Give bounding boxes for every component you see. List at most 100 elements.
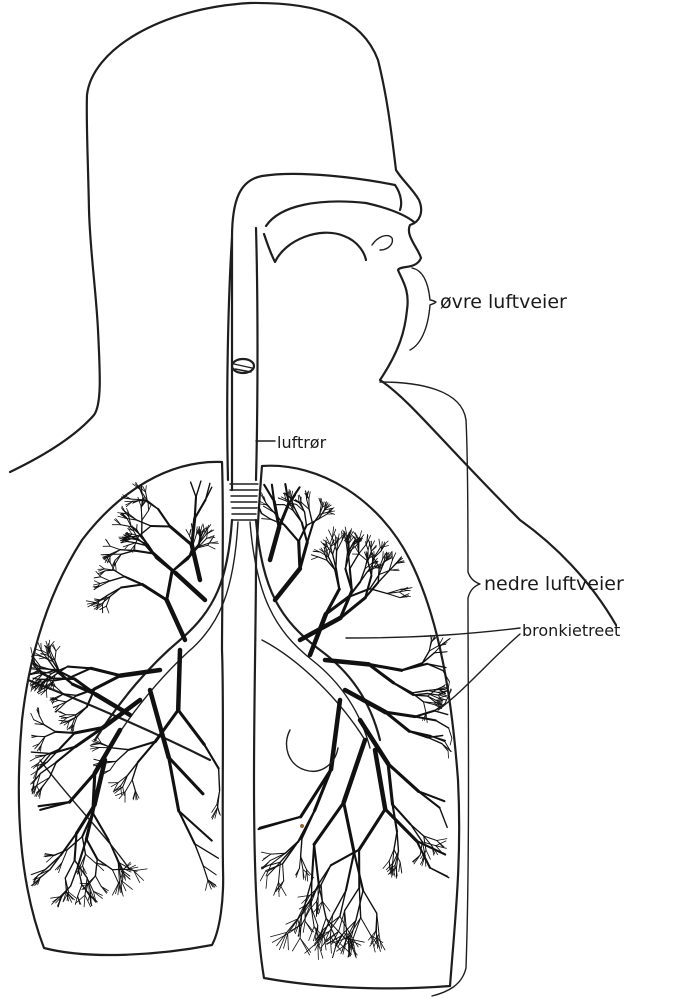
bronchiole-branch [359,544,367,554]
bronchiole-branch [371,547,376,552]
bronchiole-branch [299,541,300,568]
bronchiole-branch [121,525,132,527]
bronchiole-branch [325,660,369,664]
bronchiole-branch [31,713,34,719]
bronchial-tree-pointer-1 [346,628,520,638]
bronchiole-branch [56,732,75,733]
bronchiole-branch [208,545,215,549]
bronchiole-branch [336,551,337,568]
bronchiole-branch [41,643,42,651]
bronchiole-branch [424,702,427,713]
bronchiole-branch [262,852,271,854]
bronchiole-branch [116,750,129,762]
bronchiole-branch [46,690,47,698]
bronchiole-branch [392,553,395,560]
bronchiole-branch [58,700,66,702]
bronchial-tree-right [258,484,452,960]
bronchiole-branch [112,870,118,883]
bronchiole-branch [400,862,402,872]
bronchiole-branch [346,852,354,890]
bronchiole-branch [280,842,298,862]
bronchiole-branch [139,526,151,536]
bronchiole-branch [284,525,298,541]
bronchiole-branch [55,651,56,660]
upper-airways-bracket [410,268,436,350]
bronchiole-branch [359,809,385,850]
bronchiole-branch [311,557,318,560]
bronchiole-branch [370,589,387,594]
bronchiole-branch [31,752,51,754]
bronchiole-branch [134,871,144,881]
bronchiole-branch [100,606,107,609]
bronchiole-branch [158,509,170,526]
bronchiole-branch [305,512,307,526]
bronchiole-branch [134,869,147,871]
upper-airways-label: øvre luftveier [440,291,567,313]
bronchiole-branch [196,481,201,497]
bronchiole-branch [275,569,300,600]
bronchiole-branch [31,648,33,657]
bronchiole-branch [60,711,66,714]
bronchiole-branch [65,860,74,878]
bronchiole-branch [95,676,121,689]
bronchiole-branch [60,717,67,718]
bronchiole-branch [266,876,267,888]
bronchiole-branch [172,559,188,572]
bronchiole-branch [137,520,151,526]
bronchiole-branch [264,854,271,859]
bronchiole-branch [288,934,289,950]
bronchiole-branch [436,720,449,728]
bronchiole-branch [435,652,446,653]
bronchiole-branch [134,871,140,883]
bronchiole-branch [114,570,124,576]
bronchiole-branch [144,500,158,509]
bronchiole-branch [311,880,312,907]
bronchiole-branch [299,857,300,869]
bronchiole-branch [125,577,143,585]
bronchiole-branch [204,744,218,768]
bronchiole-branch [195,844,219,858]
bronchiole-branch [307,870,308,881]
bronchiole-branch [426,850,430,859]
bronchiole-branch [314,844,319,885]
bronchiole-branch [125,780,132,792]
bronchiole-branch [95,859,97,876]
bronchiole-branch [121,585,142,588]
bronchiole-branch [148,545,157,558]
bronchiole-branch [42,679,55,680]
bronchiole-branch [101,577,110,581]
bronchiole-branch [112,748,129,750]
bronchiole-branch [344,803,354,853]
bronchiole-branch [294,508,301,523]
bronchiole-branch [307,524,313,542]
bronchiole-branch [120,550,134,551]
bronchiole-branch [377,913,379,934]
bronchiole-branch [39,778,50,784]
bronchiole-branch [372,563,378,564]
bronchiole-branch [106,539,111,546]
bronchiole-branch [309,492,310,499]
bronchiole-branch [44,725,56,732]
bronchiole-branch [319,885,326,918]
bronchiole-branch [283,864,284,881]
bronchiole-branch [270,527,279,560]
tongue-outline [372,236,392,250]
bronchiole-branch [186,530,190,536]
bronchiole-branch [142,585,166,601]
bronchiole-branch [106,606,109,613]
bronchiole-branch [190,530,191,536]
bronchiole-branch [95,876,101,887]
oral-cavity-outline [264,233,366,262]
bronchiole-branch [279,882,280,896]
bronchiole-branch [70,773,95,802]
bronchiole-branch [260,871,266,881]
bronchiole-branch [430,868,449,878]
bronchiole-branch [142,511,149,521]
bronchiole-branch [151,526,170,527]
bronchiole-branch [440,808,448,828]
bronchiole-branch [33,674,42,679]
bronchiole-branch [260,817,301,828]
bronchiole-branch [94,581,100,584]
bronchiole-branch [120,670,160,676]
